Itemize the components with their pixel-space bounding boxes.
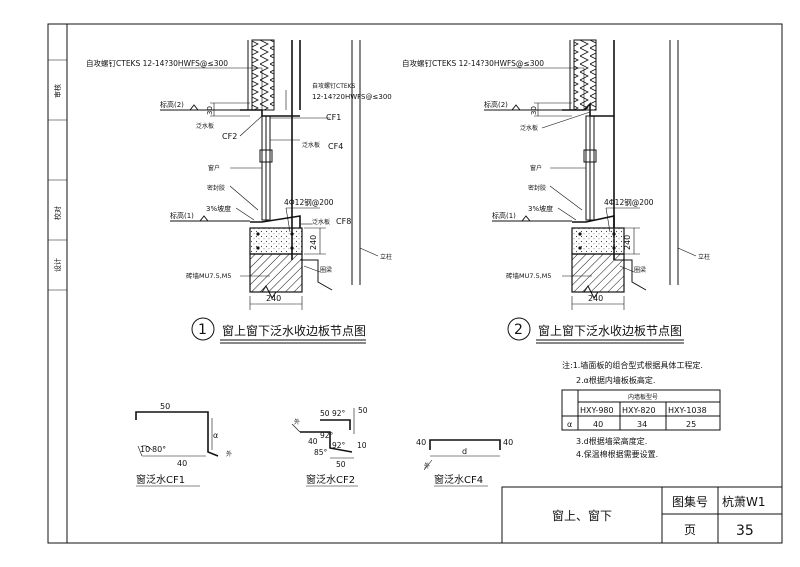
d1-title: 窗上窗下泛水收边板节点图 xyxy=(222,324,366,338)
cf1-name: 窗泛水CF1 xyxy=(136,473,185,486)
cf2-angle-92b: 92° xyxy=(320,431,334,440)
cf1-profile xyxy=(135,411,219,457)
cf1-outside: 外 xyxy=(226,450,232,458)
note-4: 4.保温棉根据需要设置. xyxy=(576,449,658,459)
d1-ringbeam-label: 圈梁 xyxy=(320,266,332,274)
d2-ringbeam-label: 圈梁 xyxy=(634,266,646,274)
d1-wall-label: 砖墙MU7.5,M5 xyxy=(186,271,232,280)
cf1-alpha: α xyxy=(213,431,218,440)
page-value: 35 xyxy=(736,523,754,539)
d2-elevation-2: 标高(2) xyxy=(484,100,508,109)
cf2-dim-40: 40 xyxy=(308,437,318,446)
detail-1-drawing xyxy=(160,39,379,344)
note-2: 2.α根据内墙板板高定. xyxy=(576,375,655,385)
cf1-dim-left: 10 xyxy=(140,445,150,454)
d2-elevation-1: 标高(1) xyxy=(492,211,516,220)
d2-sealant-label: 密封胶 xyxy=(528,184,546,192)
d1-cf8-label: CF8 xyxy=(336,217,351,226)
d1-dim-240-vertical: 240 xyxy=(309,235,318,250)
alpha-table xyxy=(561,389,721,431)
cf1-angle: 80° xyxy=(152,445,166,454)
table-col-1: HXY-980 xyxy=(580,406,614,415)
d2-column-label: 立柱 xyxy=(698,253,710,261)
cf4-dim-40-left: 40 xyxy=(416,438,426,447)
d1-cf4-label: CF4 xyxy=(328,142,343,151)
d1-cf1-label: CF1 xyxy=(326,113,341,122)
table-header: 内墙板型号 xyxy=(628,393,658,401)
table-value-2: 34 xyxy=(637,420,647,429)
note-1: 注:1.墙面板的组合型式根据具体工程定. xyxy=(562,360,703,370)
d1-screw2-label-a: 自攻螺钉CTEKS xyxy=(312,82,356,90)
cf4-dim-d: d xyxy=(462,447,467,456)
cf4-name: 窗泛水CF4 xyxy=(434,473,483,486)
d1-flashing-label-1: 泛水板 xyxy=(196,122,214,130)
d2-screw-label: 自攻螺钉CTEKS 12-14?30HWFS@≤300 xyxy=(402,58,544,68)
cf1-dim-top: 50 xyxy=(160,402,170,411)
d1-dim-30: 30 xyxy=(206,106,214,115)
cf2-dim-50c: 50 xyxy=(336,460,346,469)
title-block-name: 窗上、窗下 xyxy=(552,509,612,523)
page-label: 页 xyxy=(684,523,696,537)
d1-elevation-2: 标高(2) xyxy=(160,100,184,109)
atlas-value: 杭萧W1 xyxy=(722,494,766,509)
cf1-dim-bottom: 40 xyxy=(177,459,187,468)
d1-screw-label: 自攻螺钉CTEKS 12-14?30HWFS@≤300 xyxy=(86,58,228,68)
atlas-label: 图集号 xyxy=(672,494,708,509)
side-label-design: 设计 xyxy=(53,258,62,272)
note-3: 3.d根据墙梁高度定. xyxy=(576,436,647,446)
table-row-label: α xyxy=(567,420,572,429)
cf4-profile xyxy=(423,439,501,471)
d2-dim-240-vertical: 240 xyxy=(623,235,632,250)
cf2-dim-50b: 50 xyxy=(358,406,368,415)
cf2-dim-50a: 50 xyxy=(320,409,330,418)
d1-window-label: 窗户 xyxy=(208,164,220,172)
d1-cf2-label: CF2 xyxy=(222,132,237,141)
d2-slope-label: 3%坡度 xyxy=(528,204,553,213)
d1-rebar-label: 4Φ12钢@200 xyxy=(284,197,334,207)
d2-wall-label: 砖墙MU7.5,M5 xyxy=(506,271,552,280)
d1-number: 1 xyxy=(198,322,207,338)
detail-2-number-circle xyxy=(507,317,531,341)
detail-2-drawing xyxy=(484,39,697,344)
d1-sealant-label: 密封胶 xyxy=(207,184,225,192)
d2-rebar-label: 4Φ12钢@200 xyxy=(604,197,654,207)
d2-number: 2 xyxy=(514,322,523,338)
cf2-angle-85: 85° xyxy=(314,448,328,457)
d1-column-label: 立柱 xyxy=(380,253,392,261)
cf4-dim-40-right: 40 xyxy=(503,438,513,447)
title-block xyxy=(501,486,783,544)
d1-elevation-1: 标高(1) xyxy=(170,211,194,220)
cf2-dim-10: 10 xyxy=(357,441,367,450)
cf2-profile xyxy=(291,408,355,459)
d1-flashing-label-3: 泛水板 xyxy=(312,218,330,226)
cf2-outside: 外 xyxy=(294,418,300,426)
cf4-outside: 外 xyxy=(424,462,430,470)
table-value-1: 40 xyxy=(593,420,603,429)
d2-title: 窗上窗下泛水收边板节点图 xyxy=(538,324,682,338)
d2-flashing-label: 泛水板 xyxy=(520,124,538,132)
d1-flashing-label-2: 泛水板 xyxy=(302,141,320,149)
detail-1-number-circle xyxy=(191,317,215,341)
outer-border xyxy=(47,23,783,544)
d1-dim-240-horizontal: 240 xyxy=(266,294,281,303)
table-col-2: HXY-820 xyxy=(622,406,656,415)
side-label-review: 审核 xyxy=(53,84,62,98)
cf2-angle-92c: 92° xyxy=(332,441,346,450)
d2-window-label: 窗户 xyxy=(530,164,542,172)
d1-slope-label: 3%坡度 xyxy=(206,204,231,213)
side-label-check: 校对 xyxy=(53,206,62,220)
d1-screw2-label-b: 12-14?20HWFS@≤300 xyxy=(312,93,392,101)
cf2-angle-92a: 92° xyxy=(332,409,346,418)
cf2-name: 窗泛水CF2 xyxy=(306,473,355,486)
d2-dim-240-horizontal: 240 xyxy=(588,294,603,303)
table-col-3: HXY-1038 xyxy=(668,406,707,415)
d2-dim-30: 30 xyxy=(530,106,538,115)
table-value-3: 25 xyxy=(686,420,696,429)
